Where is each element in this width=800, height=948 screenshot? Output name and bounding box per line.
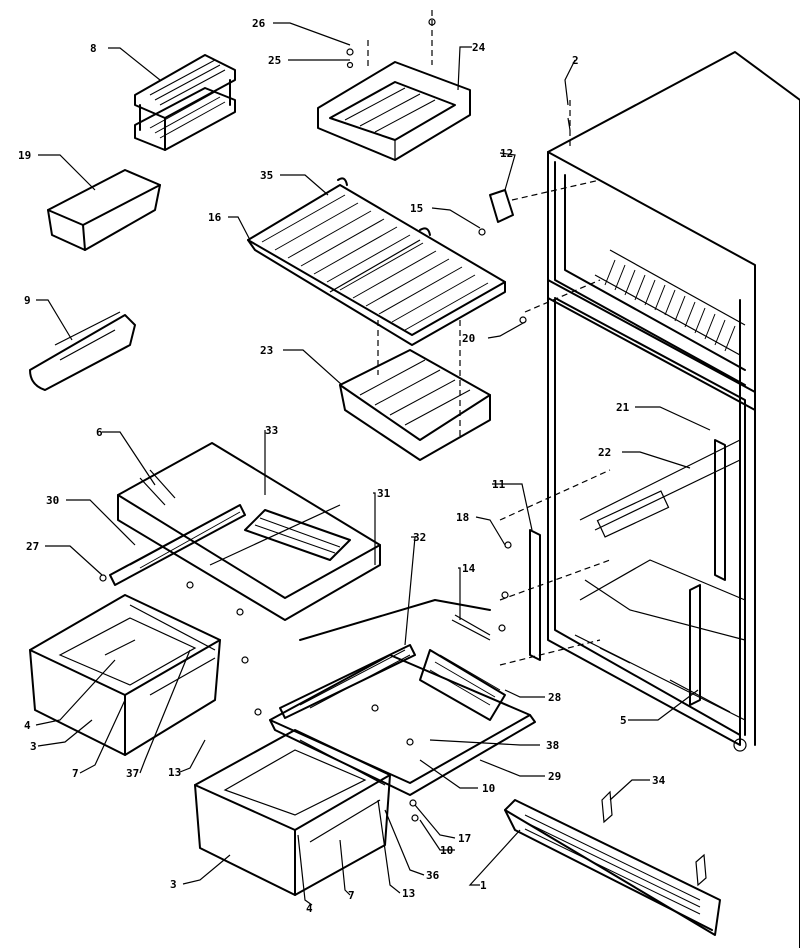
crisper-drawer-upper (29, 594, 221, 756)
dairy-bin (47, 169, 161, 251)
callout-6: 6 (96, 426, 103, 439)
callout-31: 31 (377, 487, 391, 500)
callout-36: 36 (426, 869, 440, 882)
wire-shelf (247, 177, 506, 346)
callout-8: 8 (90, 42, 97, 55)
callout-35: 35 (260, 169, 273, 182)
callout-30: 30 (46, 494, 59, 507)
crisper-drawer-lower (194, 729, 391, 896)
callout-34: 34 (652, 774, 666, 787)
crisper-cover-lower (269, 599, 536, 796)
callout-10-upper: 10 (482, 782, 495, 795)
callout-17: 17 (458, 832, 471, 845)
front-grille (504, 790, 721, 936)
callout-13-upper: 13 (168, 766, 181, 779)
callout-9: 9 (24, 294, 31, 307)
leader-lines (35, 22, 711, 906)
crisper-cover-upper (109, 442, 381, 621)
callout-19: 19 (18, 149, 31, 162)
light-cover (478, 189, 514, 236)
callout-14: 14 (462, 562, 476, 575)
door-shelf (29, 311, 136, 391)
callout-7-upper: 7 (72, 767, 79, 780)
callout-15: 15 (410, 202, 423, 215)
callout-29: 29 (548, 770, 561, 783)
refrigerator-cabinet (499, 51, 800, 948)
ice-bin-support (317, 10, 471, 161)
half-shelf (339, 320, 491, 461)
callout-labels: 8 19 9 26 25 24 2 12 15 35 16 20 23 21 2… (18, 17, 666, 915)
rails-hardware (99, 117, 726, 822)
callout-24: 24 (472, 41, 486, 54)
callout-5: 5 (620, 714, 627, 727)
callout-7-lower: 7 (348, 889, 355, 902)
callout-3-lower: 3 (170, 878, 177, 891)
callout-27: 27 (26, 540, 39, 553)
callout-11: 11 (492, 478, 506, 491)
callout-28: 28 (548, 691, 561, 704)
callout-20: 20 (462, 332, 475, 345)
callout-26: 26 (252, 17, 266, 30)
callout-2: 2 (572, 54, 579, 67)
callout-38: 38 (546, 739, 559, 752)
callout-3-upper: 3 (30, 740, 37, 753)
callout-18: 18 (456, 511, 469, 524)
callout-25: 25 (268, 54, 281, 67)
callout-10-lower: 10 (440, 844, 453, 857)
callout-21: 21 (616, 401, 630, 414)
callout-1: 1 (480, 879, 487, 892)
callout-4-upper: 4 (24, 719, 31, 732)
callout-22: 22 (598, 446, 611, 459)
callout-13-lower: 13 (402, 887, 415, 900)
callout-37: 37 (126, 767, 139, 780)
callout-12: 12 (500, 147, 513, 160)
callout-23: 23 (260, 344, 273, 357)
callout-4-lower: 4 (306, 902, 313, 915)
freezer-grill (594, 249, 746, 356)
callout-32: 32 (413, 531, 426, 544)
callout-16: 16 (208, 211, 222, 224)
callout-33: 33 (265, 424, 278, 437)
egg-rack (134, 54, 236, 151)
